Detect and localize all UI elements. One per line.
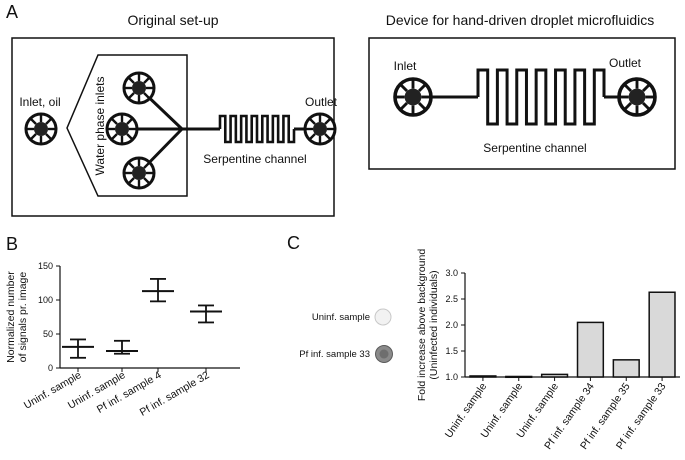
- outlet-label-right: Outlet: [609, 56, 642, 70]
- water-inlet-port-middle: [105, 112, 139, 146]
- chart-c-ytick-label: 2.5: [445, 294, 458, 304]
- chart-b-ylabel-line: of signals pr. image: [17, 272, 29, 363]
- chart-c-bar: [648, 291, 676, 378]
- chart-c-ylabel: Fold increase above background(Uninfecte…: [416, 249, 440, 402]
- chart-c-bar: [612, 359, 640, 378]
- chart-c-ytick-label: 1.5: [445, 346, 458, 356]
- chart-b-ylabel: Normalized numberof signals pr. image: [5, 271, 29, 363]
- chart-c-ytick-label: 3.0: [445, 268, 458, 278]
- well-uninf: Uninf. sample: [312, 308, 392, 326]
- well-pf: Pf inf. sample 33: [299, 345, 393, 363]
- chart-b-ytick-label: 50: [43, 329, 53, 339]
- chart-c-ytick-label: 2.0: [445, 320, 458, 330]
- outlet-port-right: [617, 77, 657, 117]
- panel-a-left-title: Original set-up: [127, 12, 218, 28]
- serpentine-label-right: Serpentine channel: [483, 141, 586, 155]
- panel-label-a: A: [6, 2, 18, 22]
- chart-c-ylabel-line: Fold increase above background: [416, 249, 428, 402]
- water-inlet-port-bottom: [122, 156, 156, 190]
- water-inlets-label: Water phase inlets: [93, 77, 107, 176]
- water-inlet-port-top: [122, 71, 156, 105]
- original-setup-frame: [11, 37, 335, 217]
- chart-b-ytick-label: 0: [48, 363, 53, 373]
- well-uninf-spot: [374, 308, 392, 326]
- hand-driven-device: Inlet Outlet Serpentine channel: [368, 37, 676, 170]
- chart-b-ytick-label: 150: [38, 261, 53, 271]
- outlet-label-left: Outlet: [305, 95, 338, 109]
- panel-label-b: B: [6, 234, 18, 254]
- chart-c-bar: [540, 373, 569, 378]
- chart-c: 1.0 1.5 2.0 2.5 3.0 Fold increase above backg…: [416, 249, 680, 452]
- oil-inlet-port: [24, 112, 58, 146]
- well-pf-center: [379, 349, 389, 359]
- chart-b-ytick-label: 100: [38, 295, 53, 305]
- serpentine-channel-right: [476, 68, 606, 126]
- chart-c-ylabel-line: (Uninfected individuals): [428, 270, 440, 379]
- serpentine-label-left: Serpentine channel: [203, 152, 306, 166]
- inlet-label-right: Inlet: [394, 59, 417, 73]
- serpentine-channel-left: [218, 114, 296, 144]
- chart-c-bar: [469, 375, 497, 378]
- inlet-oil-label: Inlet, oil: [19, 95, 60, 109]
- outlet-port-left: [303, 112, 337, 146]
- chart-c-bar: [576, 321, 605, 378]
- chart-b-ylabel-line: Normalized number: [5, 271, 17, 363]
- original-setup-device: Inlet, oil Water phase inlets Outlet Ser…: [11, 37, 338, 217]
- chart-c-ytick-label: 1.0: [445, 372, 458, 382]
- panel-a-right-title: Device for hand-driven droplet microflui…: [386, 12, 654, 28]
- well-pf-label: Pf inf. sample 33: [299, 349, 370, 360]
- panel-label-c: C: [287, 233, 300, 253]
- well-uninf-label: Uninf. sample: [312, 312, 370, 323]
- inlet-port-right: [393, 77, 433, 117]
- water-inlet-chamber: [66, 54, 188, 197]
